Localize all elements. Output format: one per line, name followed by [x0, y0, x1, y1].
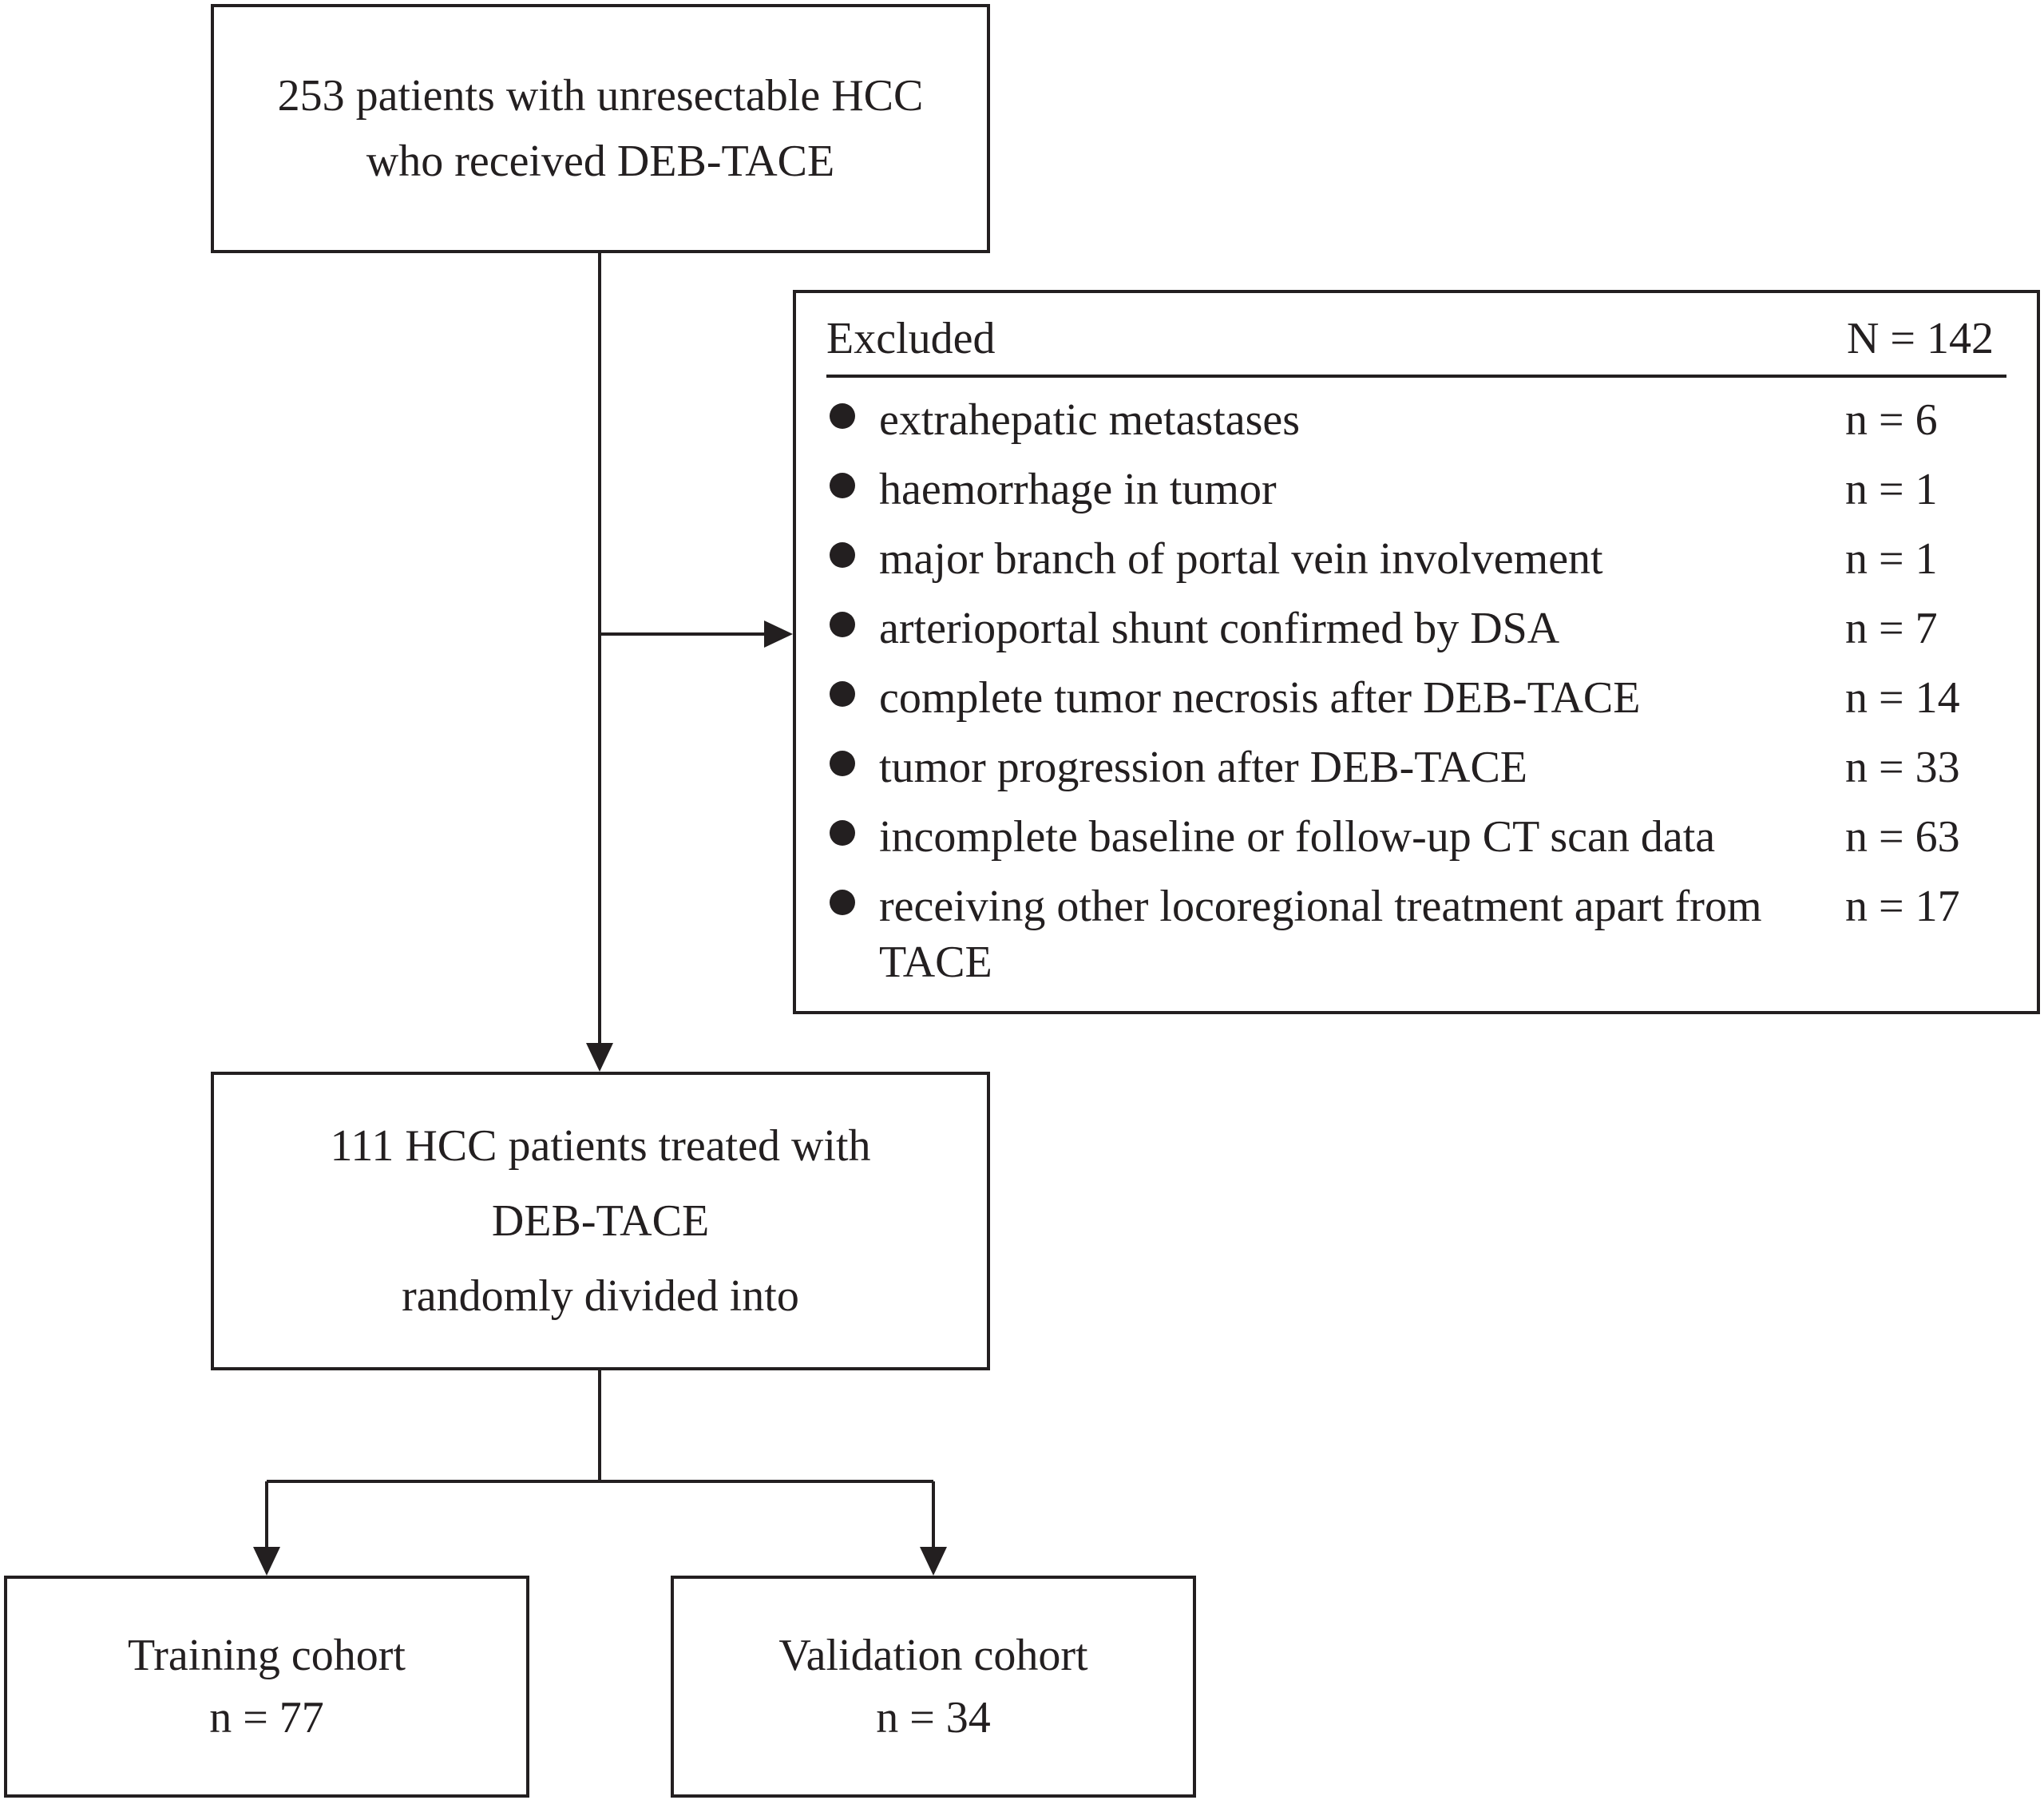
excluded-total: N = 142	[1846, 314, 1994, 363]
exclusion-label: haemorrhage in tumor	[879, 465, 1277, 514]
exclusion-item: complete tumor necrosis after DEB-TACE n…	[826, 670, 2037, 739]
arrowhead-to-validation	[920, 1547, 947, 1576]
exclusion-count: n = 7	[1845, 604, 1938, 653]
bullet-icon	[830, 612, 855, 637]
bullet-icon	[830, 681, 855, 707]
arrowhead-to-middle	[586, 1043, 613, 1072]
middle-box-line-3: randomly divided into	[402, 1271, 799, 1321]
excluded-box: Excluded N = 142 extrahepatic metastases…	[793, 290, 2040, 1014]
exclusion-label: tumor progression after DEB-TACE	[879, 743, 1527, 792]
bullet-icon	[830, 542, 855, 568]
bullet-icon	[830, 751, 855, 776]
exclusion-item: arterioportal shunt confirmed by DSA n =…	[826, 601, 2037, 670]
included-population-box: 111 HCC patients treated with DEB-TACE r…	[211, 1072, 990, 1370]
exclusion-label: receiving other locoregional treatment a…	[879, 882, 1762, 987]
exclusion-count: n = 6	[1845, 395, 1938, 445]
start-box-line-2: who received DEB-TACE	[366, 137, 835, 186]
exclusion-count: n = 33	[1845, 743, 1960, 792]
exclusion-item: tumor progression after DEB-TACE n = 33	[826, 739, 2037, 809]
middle-box-line-2: DEB-TACE	[491, 1196, 710, 1246]
exclusion-count: n = 63	[1845, 812, 1960, 862]
exclusion-item: incomplete baseline or follow-up CT scan…	[826, 809, 2037, 878]
exclusion-count: n = 17	[1845, 882, 1960, 931]
exclusion-list: extrahepatic metastases n = 6 haemorrhag…	[826, 392, 2037, 1006]
exclusion-item: major branch of portal vein involvement …	[826, 531, 2037, 601]
middle-box-line-1: 111 HCC patients treated with	[330, 1121, 871, 1171]
start-population-box: 253 patients with unresectable HCC who r…	[211, 4, 990, 253]
exclusion-label: major branch of portal vein involvement	[879, 534, 1603, 584]
arrowhead-to-training	[253, 1547, 280, 1576]
exclusion-item: extrahepatic metastases n = 6	[826, 392, 2037, 462]
excluded-title: Excluded	[826, 314, 996, 363]
exclusion-label: incomplete baseline or follow-up CT scan…	[879, 812, 1716, 862]
exclusion-item: haemorrhage in tumor n = 1	[826, 462, 2037, 531]
training-cohort-box: Training cohort n = 77	[4, 1576, 529, 1798]
bullet-icon	[830, 890, 855, 915]
training-cohort-count: n = 77	[209, 1693, 324, 1743]
validation-cohort-box: Validation cohort n = 34	[671, 1576, 1196, 1798]
training-cohort-label: Training cohort	[128, 1631, 406, 1680]
exclusion-label: extrahepatic metastases	[879, 395, 1301, 445]
start-box-line-1: 253 patients with unresectable HCC	[277, 71, 924, 121]
validation-cohort-label: Validation cohort	[778, 1631, 1088, 1680]
exclusion-label: arterioportal shunt confirmed by DSA	[879, 604, 1560, 653]
excluded-header: Excluded N = 142	[826, 311, 2006, 378]
bullet-icon	[830, 820, 855, 846]
validation-cohort-count: n = 34	[876, 1693, 991, 1743]
exclusion-count: n = 14	[1845, 673, 1960, 723]
exclusion-count: n = 1	[1845, 465, 1938, 514]
bullet-icon	[830, 473, 855, 498]
bullet-icon	[830, 403, 855, 429]
exclusion-item: receiving other locoregional treatment a…	[826, 878, 2037, 1006]
exclusion-label: complete tumor necrosis after DEB-TACE	[879, 673, 1641, 723]
arrowhead-to-excluded	[764, 620, 793, 648]
exclusion-count: n = 1	[1845, 534, 1938, 584]
